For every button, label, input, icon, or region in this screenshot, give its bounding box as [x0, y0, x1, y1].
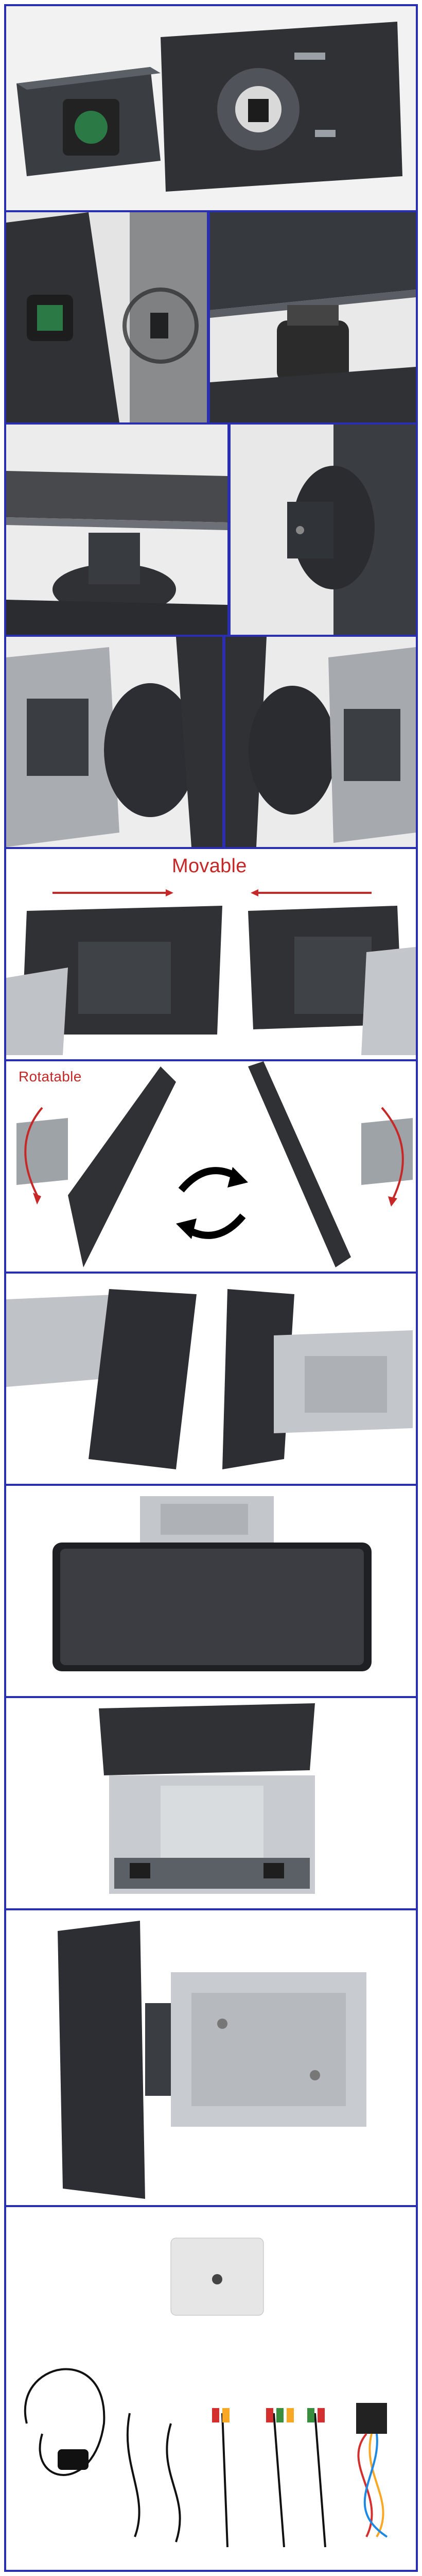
product-overview-photo [6, 6, 416, 210]
mount-detail-panel-1 [4, 210, 418, 425]
side-chassis-photo [6, 1910, 416, 2205]
rotatable-panel: Rotatable [4, 1059, 418, 1274]
side-angles-panel [4, 1272, 418, 1486]
front-view-photo [6, 1486, 416, 1696]
rotatable-illustration [6, 1061, 416, 1272]
rear-chassis-photo [6, 1698, 416, 1908]
rotatable-label: Rotatable [19, 1069, 82, 1084]
movable-illustration [6, 849, 416, 1059]
mount-closeup-left [6, 212, 207, 422]
movable-panel: Movable [4, 847, 418, 1061]
mount-detail-panel-2 [4, 422, 418, 637]
rear-chassis-panel [4, 1696, 418, 1910]
rotate-arrows-icon [176, 1167, 248, 1239]
accessories-photo [6, 2207, 416, 2570]
accessories-panel [4, 2205, 418, 2572]
front-view-panel [4, 1484, 418, 1698]
movable-label: Movable [172, 855, 247, 877]
side-chassis-panel [4, 1908, 418, 2207]
mount-side-view-left [6, 425, 227, 635]
product-overview-panel [4, 4, 418, 212]
mount-angle-view-right [225, 637, 416, 847]
side-angles-photo [6, 1274, 416, 1484]
mount-closeup-right [210, 212, 416, 422]
mount-angle-view-left [6, 637, 222, 847]
left-arrow-icon [52, 889, 173, 896]
right-arrow-icon [251, 889, 372, 896]
mount-detail-panel-3 [4, 635, 418, 849]
mount-side-view-right [231, 425, 416, 635]
